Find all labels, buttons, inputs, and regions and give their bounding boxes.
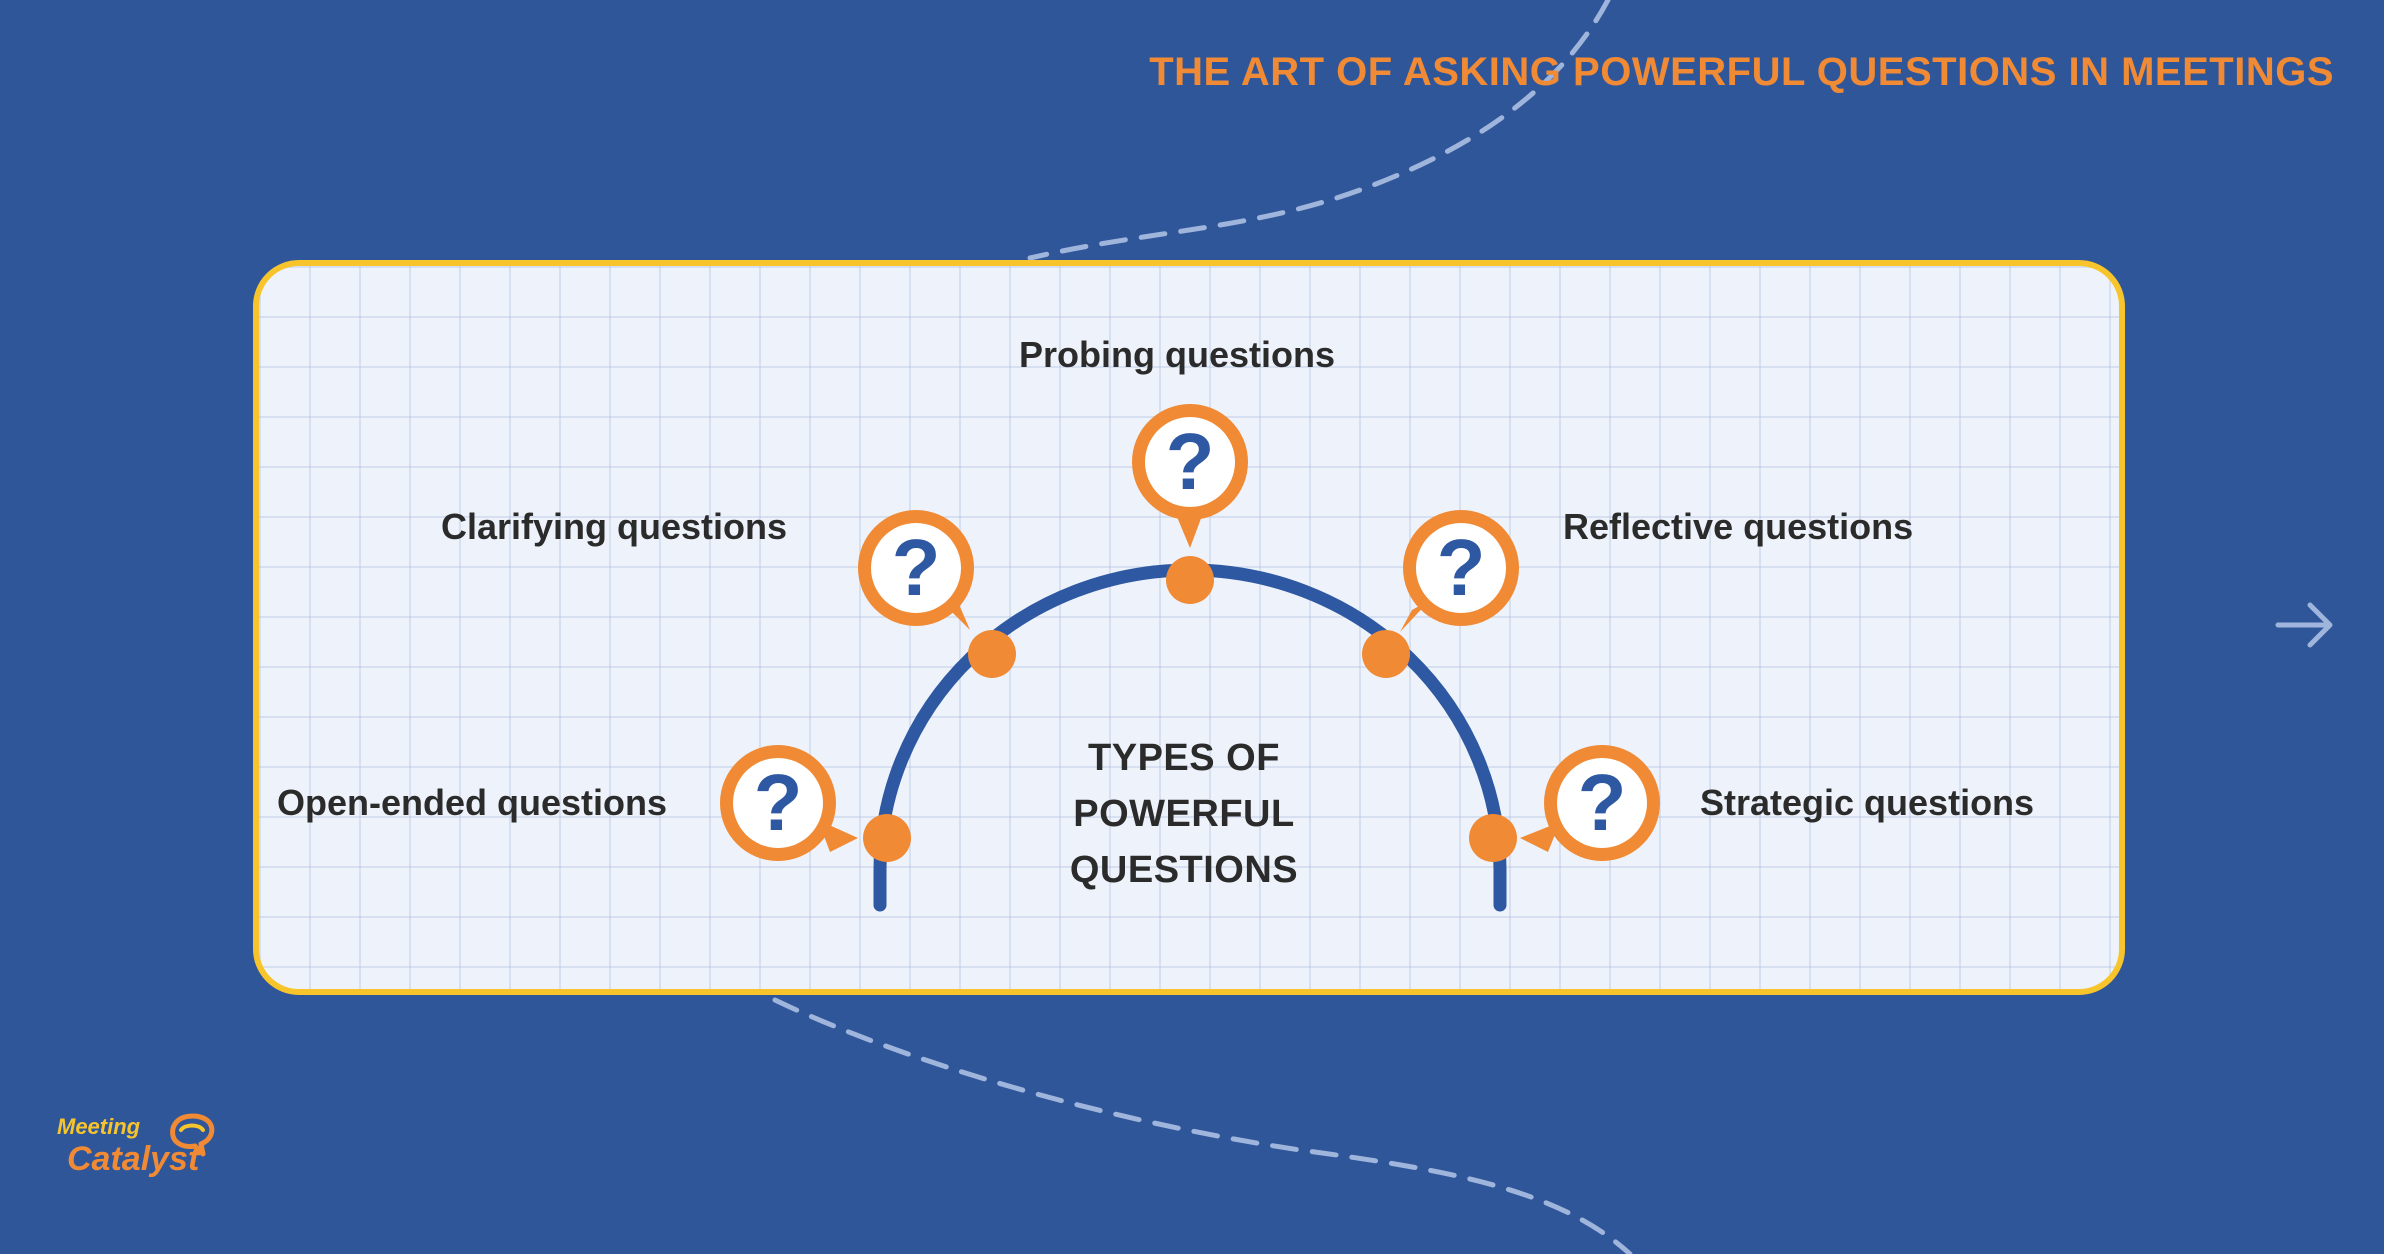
- question-mark-reflective: ?: [1437, 523, 1486, 612]
- logo-word-meeting: Meeting: [57, 1114, 141, 1139]
- center-title: TYPES OF POWERFUL QUESTIONS: [1034, 730, 1334, 898]
- center-title-line: POWERFUL: [1073, 793, 1295, 835]
- question-bubble-icon: [1544, 745, 1660, 861]
- speech-bubble-logo-icon: [170, 1113, 215, 1157]
- arrow-right-icon[interactable]: [2270, 595, 2340, 655]
- question-bubble-icon: [720, 745, 836, 861]
- arc-node-strategic: [1469, 814, 1517, 862]
- label-open-ended: Open-ended questions: [277, 782, 668, 823]
- question-bubble-icon: [1403, 510, 1519, 626]
- page-title: THE ART OF ASKING POWERFUL QUESTIONS IN …: [1149, 50, 2334, 94]
- question-mark-clarifying: ?: [892, 523, 941, 612]
- label-clarifying: Clarifying questions: [441, 506, 788, 547]
- label-probing: Probing questions: [1019, 334, 1336, 375]
- label-strategic: Strategic questions: [1700, 782, 2035, 823]
- bubble-tail-strategic: [1520, 822, 1560, 852]
- arc-node-clarifying: [968, 630, 1016, 678]
- diagram-card: [253, 260, 2125, 995]
- question-mark-open-ended: ?: [754, 758, 803, 847]
- question-mark-strategic: ?: [1578, 758, 1627, 847]
- center-title-line: QUESTIONS: [1069, 849, 1299, 891]
- arc-node-open-ended: [863, 814, 911, 862]
- arc-node-reflective: [1362, 630, 1410, 678]
- question-bubble-icon: [1132, 404, 1248, 520]
- center-title-line: TYPES OF: [1088, 737, 1280, 779]
- logo-word-catalyst: Catalyst: [67, 1140, 200, 1178]
- question-mark-probing: ?: [1166, 417, 1215, 506]
- label-reflective: Reflective questions: [1563, 506, 1914, 547]
- question-bubble-icon: [858, 510, 974, 626]
- arc-node-probing: [1166, 556, 1214, 604]
- logo: Meeting Catalyst: [55, 1110, 235, 1200]
